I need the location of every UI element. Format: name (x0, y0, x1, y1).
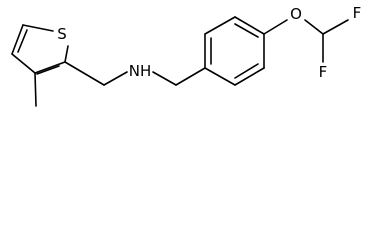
bond-ring-o (263, 19, 288, 35)
bond-b5-b6-inner (234, 63, 259, 79)
benzene-ring (204, 16, 265, 86)
bond-c5-s (22, 24, 54, 32)
bond-b3-b4-inner (234, 23, 259, 38)
bond-c3-c4 (11, 53, 36, 74)
bond-b2-b3 (204, 16, 236, 35)
fluorine-bottom-atom-label: F (319, 63, 328, 81)
bond-c2-c3 (34, 61, 66, 74)
bond-c4-c5 (11, 24, 24, 55)
bond-b5-b6 (234, 67, 265, 86)
fluorine-top-atom-label: F (353, 4, 362, 22)
molecule-diagram: S NH O F F (11, 4, 362, 107)
bond-s-c2 (64, 45, 69, 63)
bond-c4-c5-inner (17, 29, 28, 53)
structure-drawing: S NH O F F (11, 4, 362, 107)
bond-ch2-n (103, 71, 128, 86)
bond-c2-ch2 (64, 61, 105, 86)
methyl-bond (34, 72, 37, 107)
bond-c-f-top (322, 19, 349, 35)
thiophene-ring (11, 24, 69, 75)
bond-ch2-ring (175, 67, 206, 86)
bond-c2-c3-inner (36, 65, 60, 75)
sulfur-atom-label: S (57, 25, 67, 43)
amine-atom-label: NH (129, 62, 152, 80)
bond-o-c (304, 19, 324, 35)
bond-b6-b1 (204, 67, 236, 86)
bond-b3-b4 (234, 16, 265, 35)
oxygen-atom-label: O (290, 5, 302, 23)
bond-n-ch2 (152, 71, 177, 86)
